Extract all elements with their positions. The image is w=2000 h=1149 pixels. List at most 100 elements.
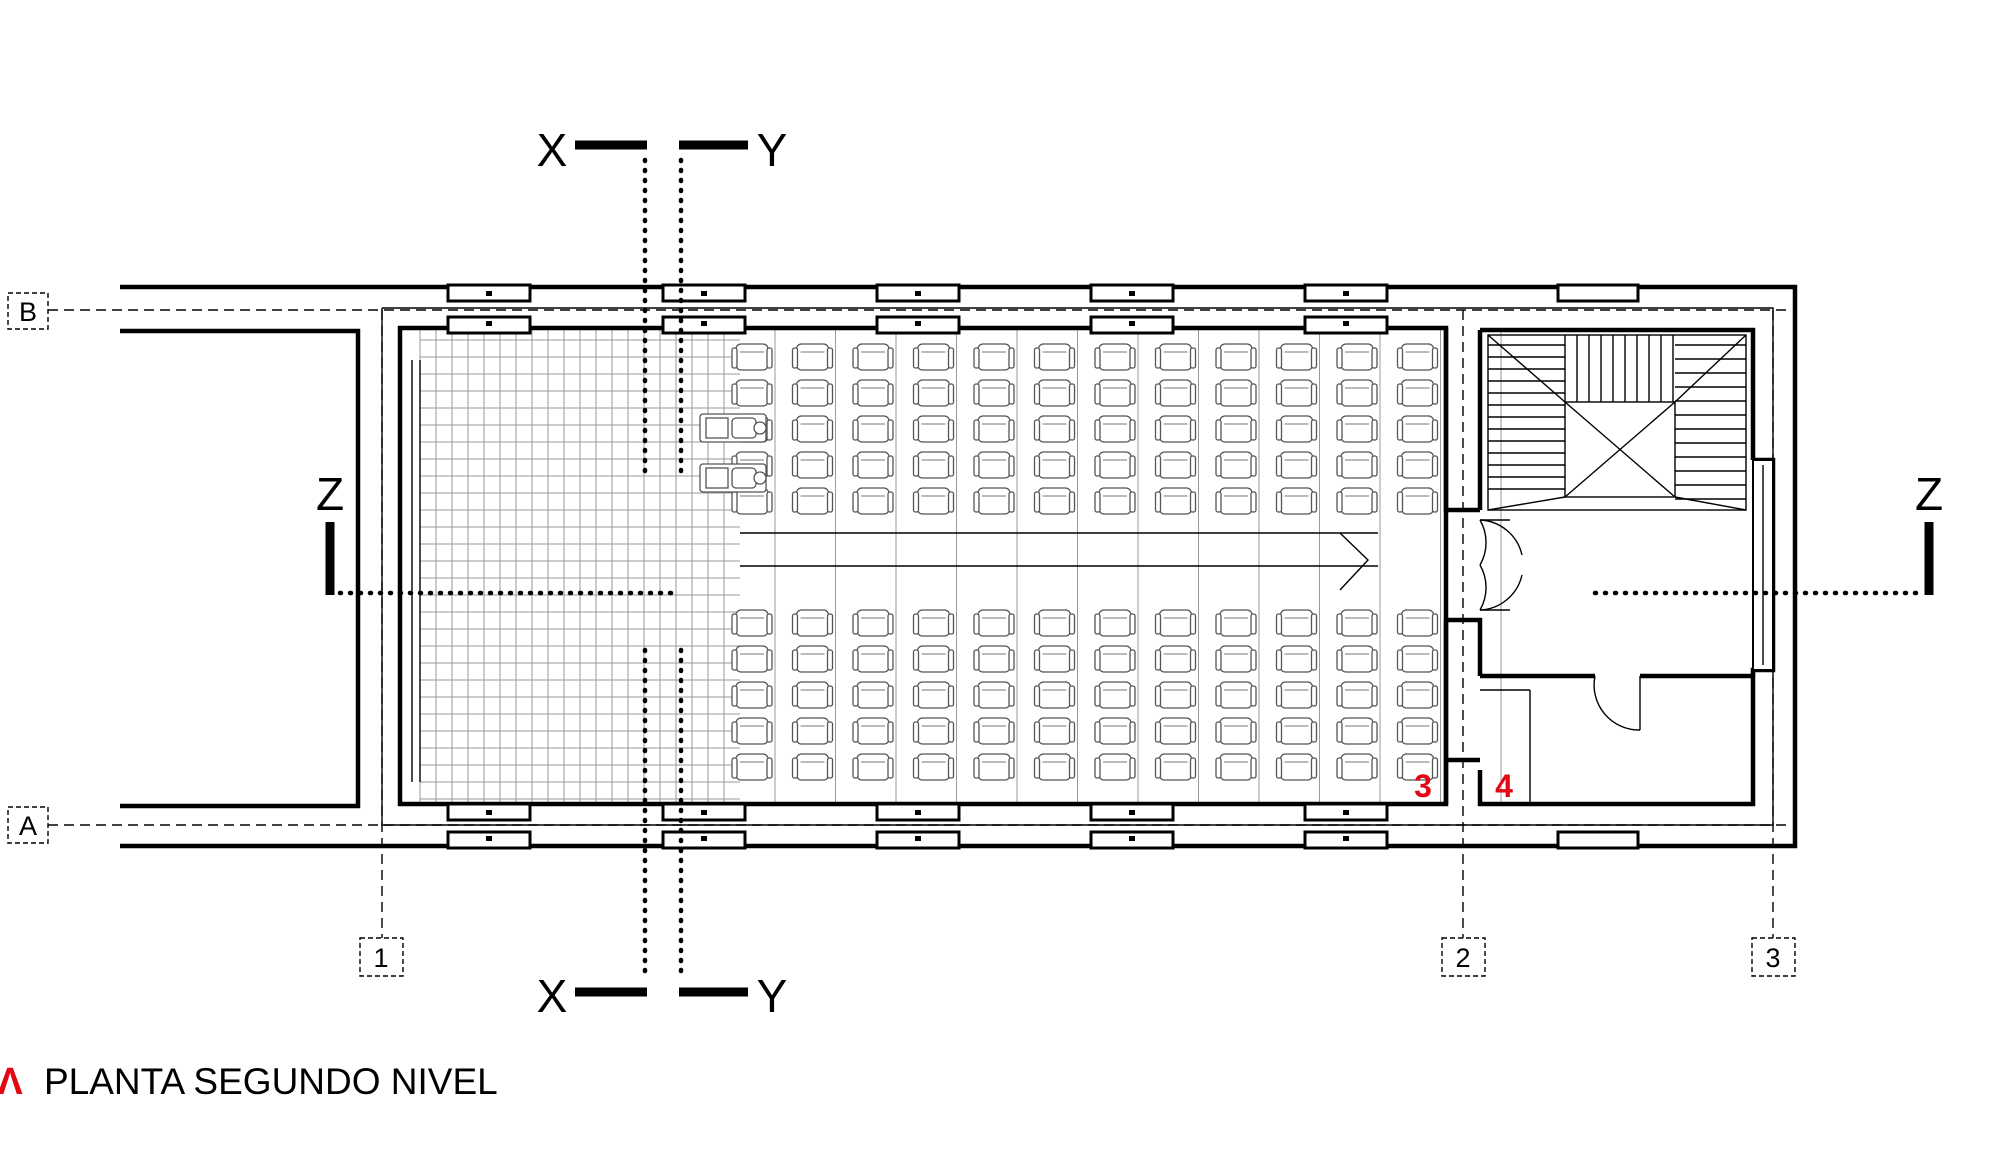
- restroom-partitions: [1480, 689, 1531, 804]
- window: [1556, 830, 1640, 850]
- seat: [1154, 451, 1197, 479]
- seat: [1336, 645, 1378, 673]
- seat: [1275, 681, 1318, 709]
- seat: [1094, 451, 1136, 479]
- seat: [912, 753, 955, 781]
- seat: [1033, 645, 1076, 673]
- seat: [791, 451, 834, 479]
- seat: [1396, 645, 1439, 673]
- seat: [852, 415, 894, 443]
- svg-text:2: 2: [1455, 943, 1470, 973]
- seat: [852, 645, 894, 673]
- center-aisle: [740, 532, 1378, 591]
- seat: [1094, 753, 1136, 781]
- seat: [1154, 415, 1197, 443]
- seat: [852, 717, 894, 745]
- seat: [1215, 451, 1257, 479]
- seat: [1094, 379, 1136, 407]
- seat: [1336, 343, 1378, 371]
- svg-text:Y: Y: [757, 124, 788, 176]
- svg-text:A: A: [19, 811, 37, 841]
- restroom-door: [1593, 675, 1641, 731]
- seat: [1033, 753, 1076, 781]
- seat: [791, 681, 834, 709]
- seat: [1275, 645, 1318, 673]
- seat: [1033, 681, 1076, 709]
- staircase: [1487, 334, 1747, 511]
- seat: [852, 451, 894, 479]
- seat: [1033, 717, 1076, 745]
- seat: [1396, 379, 1439, 407]
- grid-bubble-b: B: [7, 292, 49, 330]
- seat: [1154, 487, 1197, 515]
- seat: [1033, 379, 1076, 407]
- seat: [1336, 681, 1378, 709]
- seat: [1336, 451, 1378, 479]
- seat: [912, 609, 955, 637]
- seat: [1215, 753, 1257, 781]
- seat: [1154, 753, 1197, 781]
- seat: [852, 487, 894, 515]
- seat: [1215, 645, 1257, 673]
- seat: [1396, 681, 1439, 709]
- seat: [1275, 609, 1318, 637]
- grid-bubble-2: 2: [1441, 937, 1486, 977]
- seat: [1396, 415, 1439, 443]
- seat: [1336, 717, 1378, 745]
- seat: [731, 681, 773, 709]
- seat: [731, 717, 773, 745]
- seat: [912, 645, 955, 673]
- seat: [791, 753, 834, 781]
- seat: [1336, 487, 1378, 515]
- seat: [731, 753, 773, 781]
- seat: [791, 415, 834, 443]
- seat: [791, 609, 834, 637]
- seat: [973, 609, 1015, 637]
- seat: [973, 415, 1015, 443]
- seat: [1094, 717, 1136, 745]
- seat: [731, 379, 773, 407]
- section-cut-z: Z Z: [316, 468, 1943, 596]
- room-number-3: 3: [1414, 768, 1432, 804]
- seat: [912, 343, 955, 371]
- seat: [1215, 681, 1257, 709]
- seat: [912, 717, 955, 745]
- seat: [1094, 415, 1136, 443]
- grid-bubble-a: A: [7, 806, 49, 844]
- seat: [1215, 487, 1257, 515]
- seat: [1336, 753, 1378, 781]
- seat: [791, 379, 834, 407]
- seat: [1396, 343, 1439, 371]
- seat: [1094, 645, 1136, 673]
- seat: [973, 451, 1015, 479]
- seat: [852, 609, 894, 637]
- seat: [1396, 717, 1439, 745]
- seat: [1215, 609, 1257, 637]
- seat: [912, 681, 955, 709]
- seat: [791, 717, 834, 745]
- seat: [912, 451, 955, 479]
- seat: [1275, 451, 1318, 479]
- grid-bubble-3: 3: [1751, 937, 1796, 977]
- seat: [973, 717, 1015, 745]
- seat: [973, 681, 1015, 709]
- svg-text:X: X: [537, 970, 568, 1022]
- seat: [1396, 487, 1439, 515]
- wheelchair-place: [699, 463, 767, 493]
- wheelchair-places: [699, 413, 767, 493]
- seat: [1154, 379, 1197, 407]
- seat: [1154, 343, 1197, 371]
- seat: [1094, 681, 1136, 709]
- section-cut-x: X X: [537, 124, 648, 1022]
- east-window: [1752, 459, 1774, 671]
- seat: [973, 487, 1015, 515]
- seat: [1154, 609, 1197, 637]
- svg-text:1: 1: [373, 943, 388, 973]
- seat: [852, 681, 894, 709]
- seat: [1215, 343, 1257, 371]
- seat: [1094, 609, 1136, 637]
- seat: [731, 609, 773, 637]
- seat: [731, 343, 773, 371]
- seat: [1215, 415, 1257, 443]
- wheelchair-place: [699, 413, 767, 443]
